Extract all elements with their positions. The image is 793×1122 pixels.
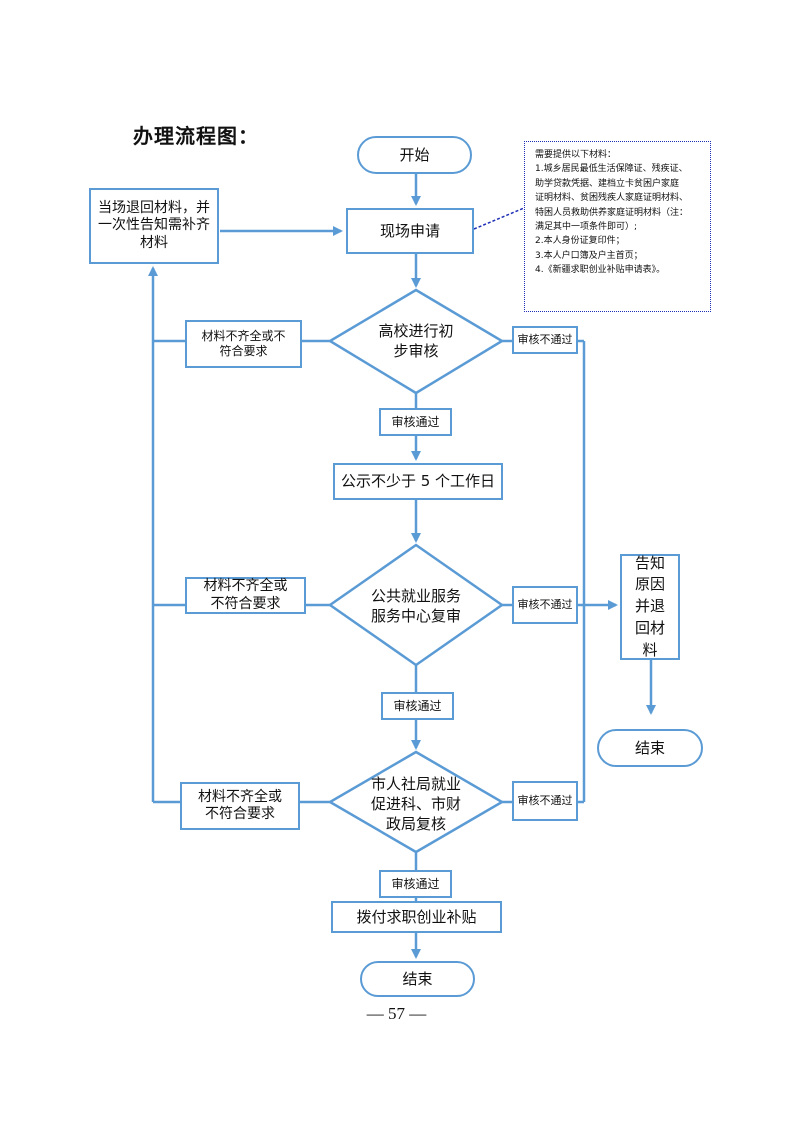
publicity-node: 公示不少于 5 个工作日 [333, 463, 503, 500]
incomplete-badge-2: 材料不齐全或不符合要求 [185, 577, 306, 614]
note-item: 1.城乡居民最低生活保障证、残疾证、 [535, 164, 688, 175]
fail-badge-3: 审核不通过 [512, 781, 578, 821]
end-side-node: 结束 [597, 729, 703, 767]
note-item: 3.本人户口簿及户主首页； [535, 250, 643, 261]
pass2-badge: 审核通过 [381, 692, 454, 720]
page-title: 办理流程图： [133, 124, 259, 148]
note-item: 证明材料、贫困残疾人家庭证明材料、 [535, 193, 689, 204]
incomplete-badge-1: 材料不齐全或不符合要求 [185, 320, 302, 368]
incomplete-badge-3: 材料不齐全或不符合要求 [180, 782, 300, 830]
note-item: 特困人员救助供养家庭证明材料（注： [535, 207, 689, 218]
note-item: 2.本人身份证复印件； [535, 236, 625, 247]
end-node: 结束 [360, 961, 475, 997]
note-item: 助学贷款凭据、建档立卡贫困户家庭 [535, 178, 680, 189]
payout-node: 拨付求职创业补贴 [331, 901, 502, 933]
materials-note: 需要提供以下材料： 1.城乡居民最低生活保障证、残疾证、 助学贷款凭据、建档立卡… [524, 141, 711, 312]
apply-node: 现场申请 [346, 208, 474, 254]
fail-badge-2: 审核不通过 [512, 586, 578, 624]
fail-badge-1: 审核不通过 [512, 326, 578, 354]
review2-label: 公共就业服务服务中心复审 [370, 586, 461, 625]
start-node: 开始 [357, 136, 472, 174]
return-materials-node: 当场退回材料，并一次性告知需补齐材料 [89, 188, 219, 264]
page-number: — 57 — [366, 1004, 427, 1023]
note-item: 4.《新疆求职创业补贴申请表》。 [535, 265, 666, 276]
review3-label: 市人社局就业促进科、市财政局复核 [370, 774, 461, 834]
note-header: 需要提供以下材料： [535, 150, 617, 160]
note-item: 满足其中一项条件即可）; [535, 221, 638, 232]
pass1-badge: 审核通过 [379, 408, 452, 436]
pass3-badge: 审核通过 [379, 870, 452, 898]
review1-label: 高校进行初步审核 [378, 321, 454, 360]
notify-return-node: 告知原因并退回材料 [620, 554, 680, 660]
